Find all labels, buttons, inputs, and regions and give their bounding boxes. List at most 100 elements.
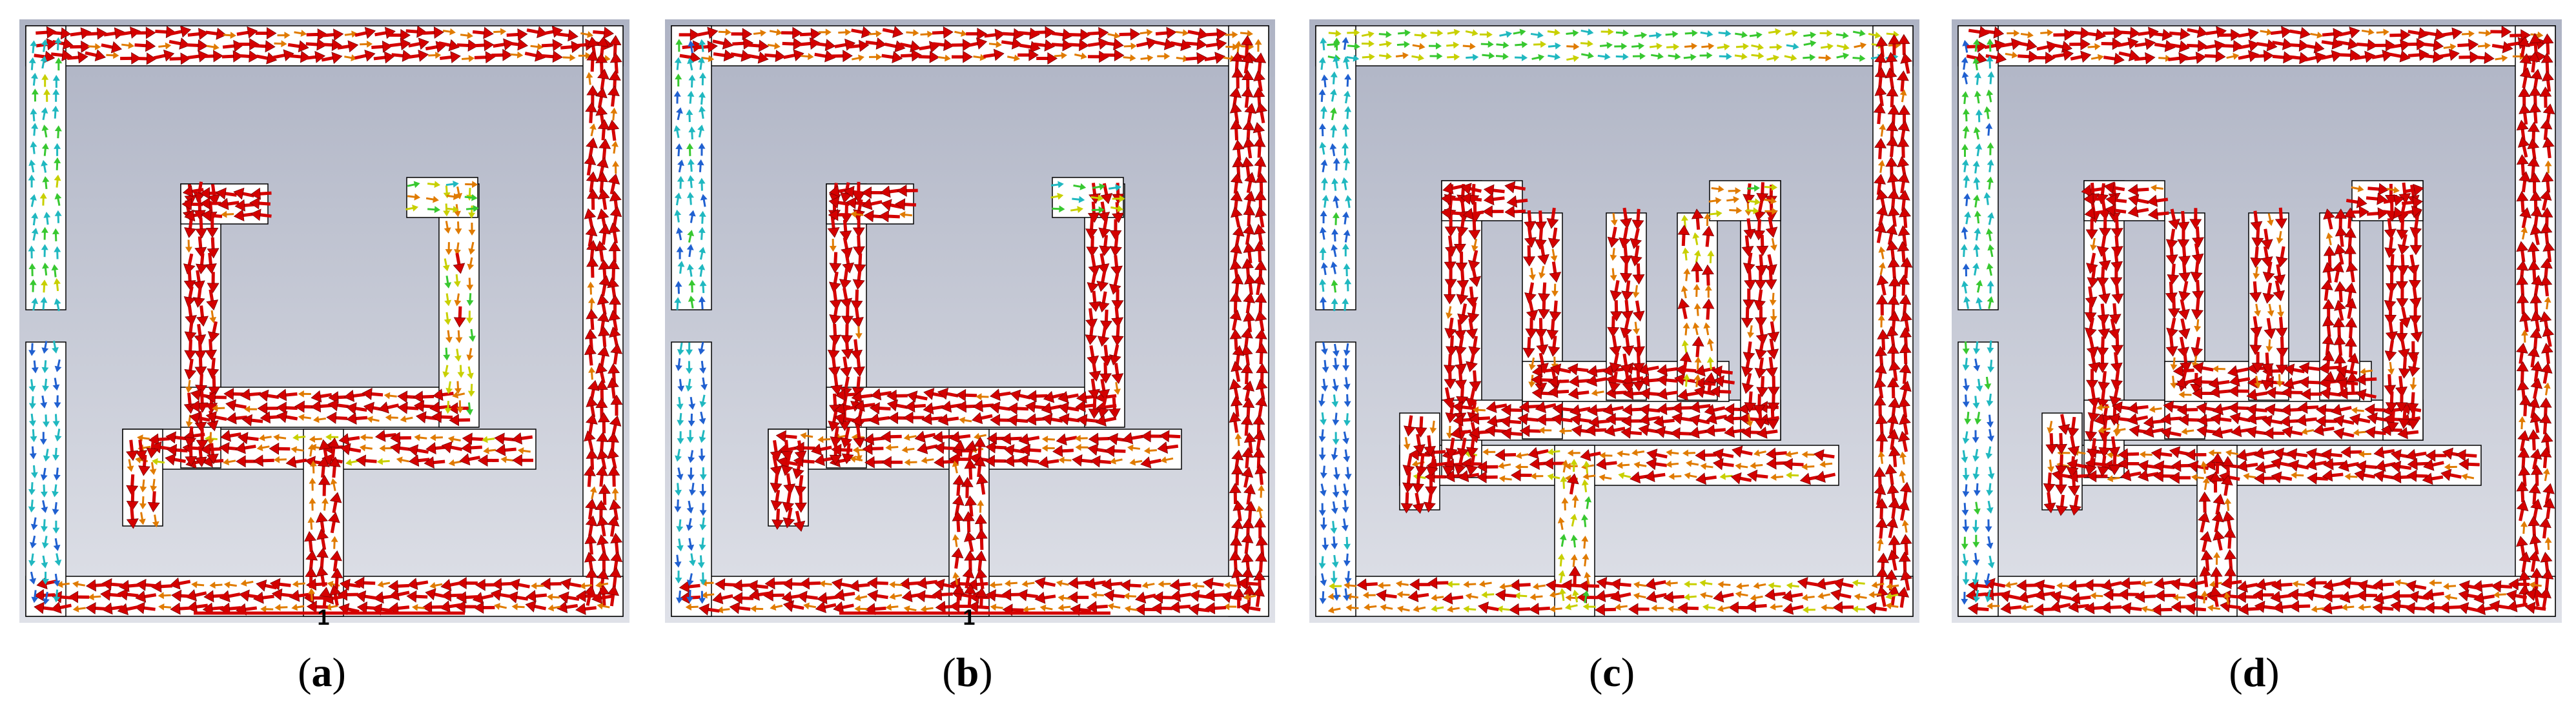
current-arrow [610, 532, 623, 554]
current-arrow [1482, 205, 1504, 218]
current-arrow [2107, 475, 2120, 483]
current-arrow [1582, 553, 1590, 567]
current-arrow [1111, 307, 1124, 328]
current-arrow [1344, 467, 1352, 480]
current-arrow [1764, 207, 1778, 215]
current-arrow [40, 56, 48, 69]
current-arrow [1609, 335, 1622, 357]
current-arrow [1604, 424, 1626, 437]
current-arrow [1320, 37, 1327, 50]
current-arrow [2178, 318, 2191, 339]
current-arrow [1628, 603, 1650, 616]
current-arrow [1096, 270, 1109, 292]
current-arrow [2540, 119, 2553, 140]
current-arrow [1735, 591, 1748, 598]
current-arrow [1329, 107, 1337, 121]
current-arrow [540, 578, 562, 591]
current-arrow [1088, 254, 1101, 276]
current-arrow [1058, 401, 1079, 414]
current-arrow [2389, 50, 2411, 63]
current-arrow [679, 580, 700, 593]
current-arrow [2267, 213, 2274, 227]
current-arrow [2539, 413, 2552, 434]
current-arrow [2424, 602, 2446, 614]
current-arrow [1330, 71, 1338, 85]
current-arrow [1097, 291, 1110, 313]
current-arrow [500, 456, 514, 463]
current-arrow [1973, 341, 1981, 355]
current-arrow [916, 576, 938, 589]
current-arrow [985, 589, 1007, 602]
current-arrow [2099, 217, 2112, 238]
current-arrow [2271, 578, 2293, 591]
current-arrow [2208, 377, 2230, 390]
current-arrow [1513, 28, 1526, 36]
current-arrow [677, 431, 684, 445]
current-arrow [146, 437, 159, 459]
current-arrow [1343, 56, 1350, 70]
current-arrow [1986, 228, 1993, 241]
current-arrow [134, 26, 156, 39]
current-arrow [1615, 53, 1629, 61]
current-arrow [1254, 517, 1267, 539]
current-arrow [1868, 32, 1881, 39]
current-arrow [385, 414, 398, 421]
current-arrow [2275, 354, 2288, 375]
current-arrow [968, 600, 990, 613]
current-arrow [867, 576, 888, 589]
current-arrow [1746, 207, 1759, 215]
current-arrow [1342, 483, 1349, 497]
current-arrow [976, 473, 988, 495]
current-arrow [1877, 314, 1885, 328]
current-arrow [236, 26, 258, 39]
current-arrow [1343, 263, 1351, 277]
current-arrow [1548, 385, 1569, 398]
current-arrow [183, 269, 196, 291]
current-arrow [1987, 244, 1995, 258]
current-arrow [1244, 172, 1256, 194]
current-arrow [240, 579, 254, 587]
current-arrow [43, 591, 50, 605]
current-arrow [2254, 472, 2276, 485]
current-arrow [1755, 338, 1768, 360]
current-arrow [674, 499, 682, 512]
current-arrow [2516, 190, 2529, 212]
current-arrow [2397, 234, 2410, 256]
current-arrow [192, 287, 205, 308]
current-arrow [2516, 536, 2528, 557]
current-arrow [1803, 31, 1817, 39]
current-arrow [2384, 303, 2397, 325]
current-arrow [2040, 29, 2054, 37]
current-arrow [1331, 394, 1339, 408]
current-arrow [1468, 336, 1481, 358]
current-arrow [298, 390, 311, 398]
current-arrow [2018, 50, 2039, 63]
current-arrow [2521, 329, 2529, 343]
current-arrow [1068, 576, 1089, 589]
current-arrow [531, 582, 544, 590]
current-arrows [673, 26, 1269, 616]
current-arrow [1987, 71, 1995, 85]
current-arrow [674, 554, 682, 568]
current-arrow [31, 72, 38, 86]
current-arrow [595, 52, 608, 74]
current-arrow [1546, 207, 1559, 229]
current-arrow [1700, 30, 1713, 37]
current-arrow [2212, 365, 2225, 373]
current-arrow [1109, 235, 1122, 257]
current-arrow [1396, 591, 1410, 598]
current-arrow [1871, 581, 1885, 589]
current-arrow [2407, 356, 2420, 377]
current-arrow [686, 263, 694, 277]
current-arrow [1595, 458, 1617, 470]
current-arrow [41, 125, 49, 138]
current-arrow [2213, 494, 2225, 515]
current-arrow [1972, 467, 1980, 480]
current-arrow [1243, 593, 1256, 601]
current-arrow [356, 602, 378, 614]
current-arrow [216, 187, 237, 200]
current-arrow [86, 27, 108, 40]
current-arrow [1253, 223, 1266, 245]
current-arrow [1160, 456, 1174, 463]
current-arrow [1597, 53, 1611, 61]
